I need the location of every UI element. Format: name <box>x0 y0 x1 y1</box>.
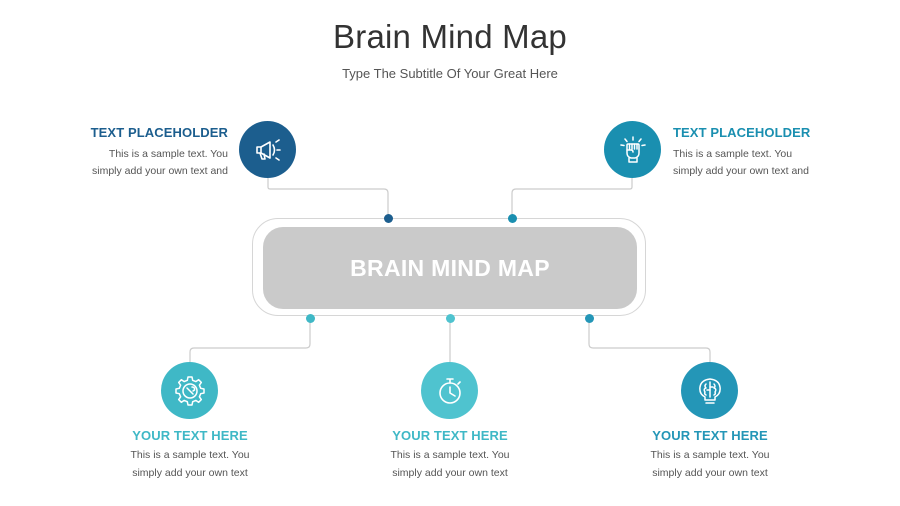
gear-wrench-icon <box>174 375 205 406</box>
node-text-bottom-left-line2: simply add your own text <box>132 467 248 479</box>
node-text-bottom-center-line1: This is a sample text. You <box>390 449 510 461</box>
connector-bottom-right <box>588 318 711 362</box>
connector-dot-bottom-center <box>445 313 455 323</box>
connector-dot-bottom-right <box>584 313 594 323</box>
center-node[interactable]: BRAIN MIND MAP <box>263 227 637 309</box>
node-text-top-right-line2: simply add your own text and <box>673 165 809 177</box>
node-text-bottom-left-line1: This is a sample text. You <box>130 449 250 461</box>
brain-bulb-icon <box>698 377 721 404</box>
node-text-bottom-right-line1: This is a sample text. You <box>650 449 770 461</box>
node-heading-top-right: TEXT PLACEHOLDER <box>673 125 811 140</box>
node-text-top-left-line1: This is a sample text. You <box>108 148 228 160</box>
stopwatch-icon <box>438 377 461 404</box>
node-heading-bottom-right: YOUR TEXT HERE <box>652 428 768 443</box>
node-circle-bottom-center[interactable] <box>421 362 478 419</box>
node-circle-top-left[interactable] <box>239 121 296 178</box>
node-heading-top-left: TEXT PLACEHOLDER <box>90 125 228 140</box>
node-text-bottom-right-line2: simply add your own text <box>652 467 768 479</box>
connector-bottom-left <box>189 318 311 362</box>
node-text-top-right-line1: This is a sample text. You <box>673 148 793 160</box>
node-heading-bottom-center: YOUR TEXT HERE <box>392 428 508 443</box>
node-circle-top-right[interactable] <box>604 121 661 178</box>
connector-dot-top-right <box>507 213 517 223</box>
node-circle-bottom-left[interactable] <box>161 362 218 419</box>
node-text-bottom-center-line2: simply add your own text <box>392 467 508 479</box>
node-heading-bottom-left: YOUR TEXT HERE <box>132 428 248 443</box>
page-subtitle: Type The Subtitle Of Your Great Here <box>342 66 558 81</box>
connector-top-right <box>511 178 633 218</box>
megaphone-icon <box>255 138 281 161</box>
page-title: Brain Mind Map <box>333 18 567 55</box>
connector-top-left <box>267 178 389 218</box>
connector-dot-top-left <box>383 213 393 223</box>
node-text-top-left-line2: simply add your own text and <box>92 165 228 177</box>
connector-dot-bottom-left <box>305 313 315 323</box>
raised-fist-icon <box>619 135 646 163</box>
node-circle-bottom-right[interactable] <box>681 362 738 419</box>
